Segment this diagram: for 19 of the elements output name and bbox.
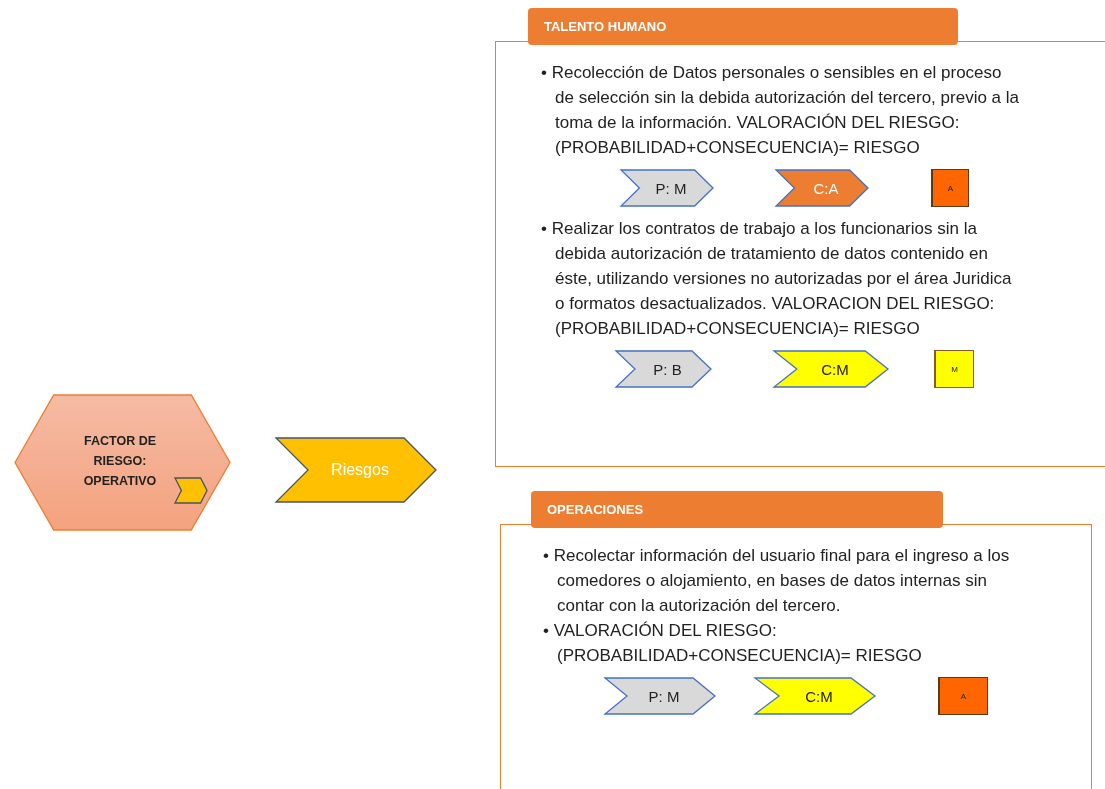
rating-square: A bbox=[931, 169, 969, 207]
bullet-text: • VALORACIÓN DEL RIESGO: (PROBABILIDAD+CONSECUENCIA)= RIESGO bbox=[543, 620, 923, 667]
chevron-step: P: B bbox=[616, 351, 711, 387]
chevron-step: P: M bbox=[621, 170, 713, 206]
bullet-text: • Recolección de Datos personales o sensibles en el proceso de selección sin la debida autorización del tercero, previo a la toma de la información. VALORACIÓN DEL RIESGO: (PROBABILIDAD+CONSECUENCIA)= RIESGO bbox=[541, 62, 1020, 159]
section-heading: TALENTO HUMANO bbox=[528, 8, 958, 45]
rating-square: A bbox=[938, 677, 988, 715]
chevron-step: C:M bbox=[755, 678, 875, 714]
chevron-step: C:A bbox=[776, 170, 868, 206]
chevron-step: C:M bbox=[774, 351, 888, 387]
hexagon-shape bbox=[15, 395, 230, 530]
rating-square: M bbox=[934, 350, 974, 388]
bullet-text: • Realizar los contratos de trabajo a los funcionarios sin la debida autorización de tratamiento de datos contenido en éste, utilizando versiones no autorizadas por el área Juridica o formatos desactualizados. VALORACION DEL RIESGO: (PROBABILIDAD+CONSECUENCIA)= RIESGO bbox=[541, 218, 1013, 340]
chevron-step: P: M bbox=[605, 678, 715, 714]
chevron-step: Riesgos bbox=[276, 438, 436, 502]
bullet-text: • Recolectar información del usuario final para el ingreso a los comedores o alojamiento, en bases de datos internas sin contar con la autorización del tercero. bbox=[543, 545, 1011, 617]
section-heading: OPERACIONES bbox=[531, 491, 943, 528]
chevron-shape bbox=[175, 478, 207, 503]
shape-label: FACTOR DE RIESGO: OPERATIVO bbox=[82, 433, 158, 490]
